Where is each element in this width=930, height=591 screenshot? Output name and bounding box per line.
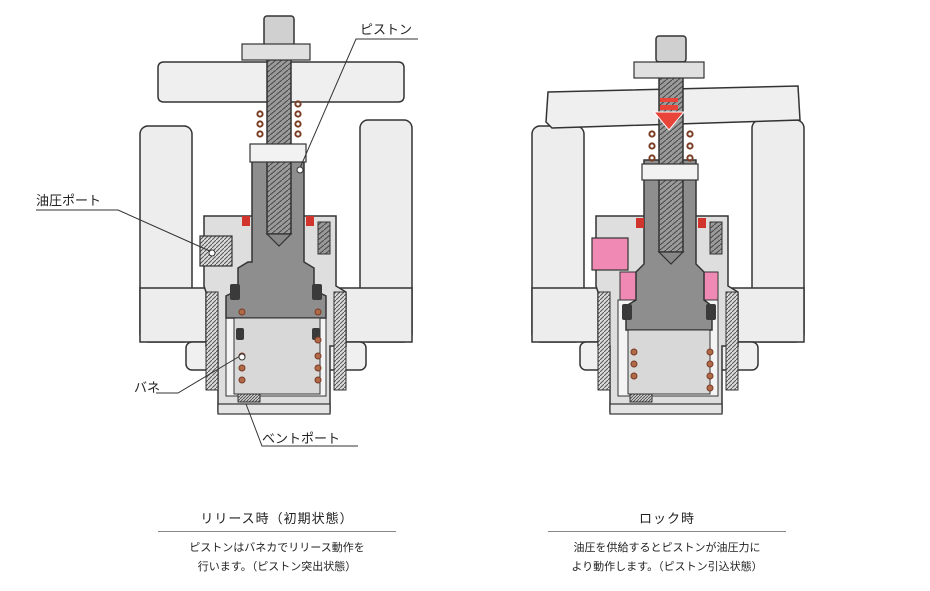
oring-right (706, 304, 716, 320)
piston-leader (299, 38, 418, 169)
bottom-cap (609, 403, 723, 415)
relief-screw (709, 221, 723, 255)
piston-label: ピストン (360, 23, 412, 38)
leader-lines (36, 38, 418, 447)
oring-left (622, 304, 632, 320)
oil-port-fitting (199, 235, 233, 267)
body-thread-right (725, 291, 739, 391)
oring-right (312, 284, 322, 300)
upper-spring (648, 130, 694, 162)
release-assembly (139, 15, 413, 415)
piston-collar (249, 143, 307, 163)
lock-desc-line1: 油圧を供給するとピストンが油圧力に (573, 541, 761, 554)
vent-filter (237, 393, 261, 403)
seal-right (698, 218, 706, 228)
upper-spring (256, 100, 302, 138)
main-spring (630, 348, 714, 392)
lock-assembly (531, 35, 805, 415)
bolt-tip (265, 233, 293, 247)
seal-left (242, 216, 250, 226)
lock-caption: ロック時 油圧を供給するとピストンが油圧力に より動作します。（ピストン引込状態… (548, 508, 786, 576)
lock-desc-line2: より動作します。（ピストン引込状態） (571, 560, 763, 573)
body-thread-left (205, 291, 219, 391)
release-title: リリース時（初期状態） (200, 512, 354, 527)
arm-nut (241, 43, 311, 61)
vent-port-label: ベントポート (262, 432, 340, 447)
bolt-shank (658, 61, 684, 253)
lock-title: ロック時 (638, 512, 695, 527)
oring-left (230, 284, 240, 300)
oring-left-lower (236, 328, 244, 340)
spring-label: バネ (134, 381, 160, 396)
release-desc-line2: 行います。（ピストン突出状態） (197, 560, 357, 573)
retract-arrow-icon (652, 98, 686, 131)
bolt-head (655, 35, 687, 63)
release-divider (158, 531, 396, 532)
release-desc-line1: ピストンはバネカでリリース動作を (189, 541, 365, 554)
piston-skirt (627, 329, 711, 395)
oil-port-label: 油圧ポート (36, 194, 101, 209)
piston-collar (641, 163, 699, 181)
bolt-head (263, 15, 295, 47)
piston-skirt (233, 317, 321, 395)
oil-port-leader (36, 209, 213, 253)
arm-nut (633, 61, 705, 79)
release-caption: リリース時（初期状態） ピストンはバネカでリリース動作を 行います。（ピストン突… (158, 508, 396, 576)
bolt-shank (266, 45, 292, 235)
seal-right (306, 216, 314, 226)
oil-port-fitting-pressurised (591, 237, 629, 271)
body-thread-right (333, 291, 347, 391)
vent-filter (629, 393, 653, 403)
body-thread-left (597, 291, 611, 391)
bottom-cap (217, 403, 331, 415)
seal-left (636, 218, 644, 228)
bolt-tip (657, 251, 685, 265)
lock-divider (548, 531, 786, 532)
relief-screw (317, 221, 331, 255)
vent-port-leader (245, 403, 358, 447)
spring-leader (156, 355, 241, 394)
